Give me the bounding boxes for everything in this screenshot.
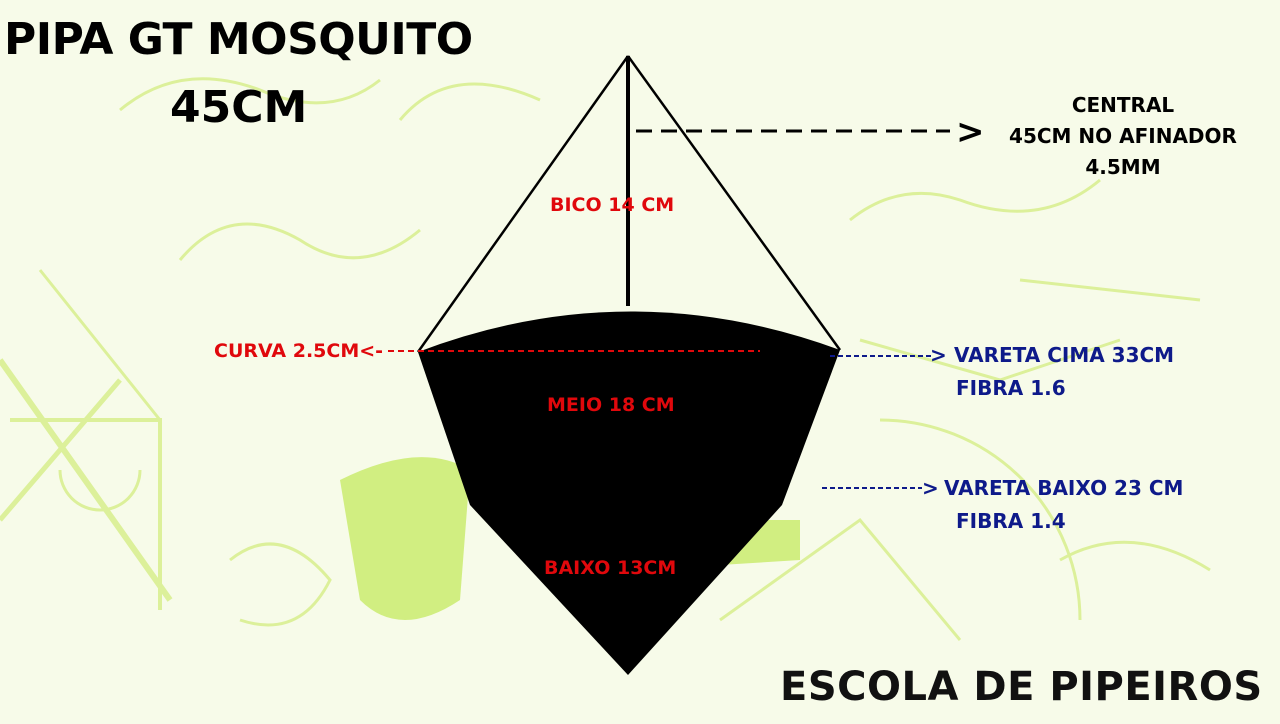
kite-size: 45CM bbox=[170, 82, 308, 133]
central-spec: CENTRAL 45CM NO AFINADOR 4.5MM bbox=[988, 90, 1258, 183]
label-fibra-cima: FIBRA 1.6 bbox=[956, 376, 1066, 400]
label-curva: CURVA 2.5CM<- bbox=[214, 340, 384, 362]
kite-body bbox=[418, 311, 840, 675]
central-thickness: 4.5MM bbox=[1085, 155, 1161, 179]
central-arrow-head: > bbox=[956, 112, 985, 152]
label-bico: BICO 14 CM bbox=[550, 194, 675, 216]
label-baixo: BAIXO 13CM bbox=[544, 557, 677, 579]
kite-outline bbox=[416, 55, 842, 353]
label-vareta-cima: VARETA CIMA 33CM bbox=[954, 343, 1175, 367]
vareta-baixo-arrow-head: > bbox=[922, 476, 939, 500]
central-title: CENTRAL bbox=[1071, 93, 1175, 117]
label-meio: MEIO 18 CM bbox=[547, 394, 675, 416]
label-vareta-baixo: VARETA BAIXO 23 CM bbox=[944, 476, 1184, 500]
background-sketch bbox=[0, 77, 1211, 641]
central-length: 45CM NO AFINADOR bbox=[1009, 124, 1237, 148]
page-title: PIPA GT MOSQUITO bbox=[4, 14, 473, 65]
label-fibra-baixo: FIBRA 1.4 bbox=[956, 509, 1066, 533]
vareta-cima-arrow-head: > bbox=[930, 343, 947, 367]
footer-brand: ESCOLA DE PIPEIROS bbox=[780, 664, 1263, 710]
